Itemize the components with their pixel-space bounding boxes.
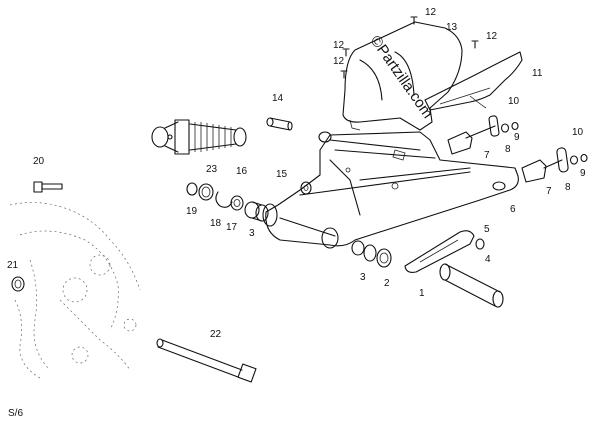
callout-17: 17 (226, 222, 238, 233)
callout-20: 20 (33, 156, 45, 167)
part-9-washer-lower (580, 153, 588, 163)
part-10-adjuster-plate-upper (488, 115, 500, 137)
callout-3: 3 (249, 228, 255, 239)
callout-8: 8 (565, 182, 571, 193)
part-23-shock-absorber (151, 119, 247, 155)
part-5-chain-slider (404, 230, 475, 273)
part-3-bushing-left (244, 201, 269, 222)
part-9-washer-upper (511, 121, 519, 131)
callout-12: 12 (333, 56, 345, 67)
callout-4: 4 (485, 254, 491, 265)
callout-8: 8 (505, 144, 511, 155)
page-stamp: S/6 (8, 408, 23, 419)
part-14-pin (266, 117, 293, 131)
callout-1: 1 (419, 288, 425, 299)
part-7-chain-adjuster-lower (521, 159, 563, 183)
callout-9: 9 (514, 132, 520, 143)
callout-11: 11 (532, 68, 543, 79)
part-21-washer-hole (14, 279, 22, 289)
callout-labels: 1 2 3 3 4 5 6 7 7 8 8 9 9 10 10 11 12 12… (7, 7, 586, 340)
callout-2: 2 (384, 278, 390, 289)
part-11-chain-guard (424, 51, 523, 111)
part-10-adjuster-plate-lower (556, 147, 569, 173)
callout-23: 23 (206, 164, 218, 175)
part-18-ring (198, 183, 214, 201)
callout-22: 22 (210, 329, 222, 340)
callout-7: 7 (546, 186, 552, 197)
callout-13: 13 (446, 22, 458, 33)
callout-19: 19 (186, 206, 198, 217)
callout-3: 3 (360, 272, 366, 283)
callout-6: 6 (510, 204, 516, 215)
callout-16: 16 (236, 166, 248, 177)
callout-7: 7 (484, 150, 490, 161)
part-2-bushing (363, 244, 392, 268)
part-16-circlip (215, 191, 233, 208)
part-3-bushing-right (351, 240, 365, 256)
part-19-spacer (186, 182, 198, 196)
callout-9: 9 (580, 168, 586, 179)
part-8-nut-upper (500, 123, 510, 133)
callout-10: 10 (572, 127, 584, 138)
part-13-rear-fender (342, 21, 463, 131)
part-4-screw (475, 238, 485, 250)
callout-10: 10 (508, 96, 520, 107)
callout-5: 5 (484, 224, 490, 235)
part-8-nut-lower (569, 155, 579, 165)
callout-12: 12 (333, 40, 345, 51)
part-22-axle-bolt (156, 338, 257, 383)
part-21-washer (11, 276, 25, 292)
part-17-bearing (230, 195, 244, 211)
callout-18: 18 (210, 218, 222, 229)
callout-14: 14 (272, 93, 284, 104)
part-20-bolt (33, 181, 63, 193)
callout-12: 12 (425, 7, 437, 18)
part-1-pivot-tube (439, 263, 504, 308)
callout-21: 21 (7, 260, 19, 271)
part-12-screws (340, 16, 479, 79)
frame-outline-ghost (9, 202, 141, 379)
callout-15: 15 (276, 169, 288, 180)
callout-12: 12 (486, 31, 498, 42)
part-6-swingarm (262, 131, 519, 249)
